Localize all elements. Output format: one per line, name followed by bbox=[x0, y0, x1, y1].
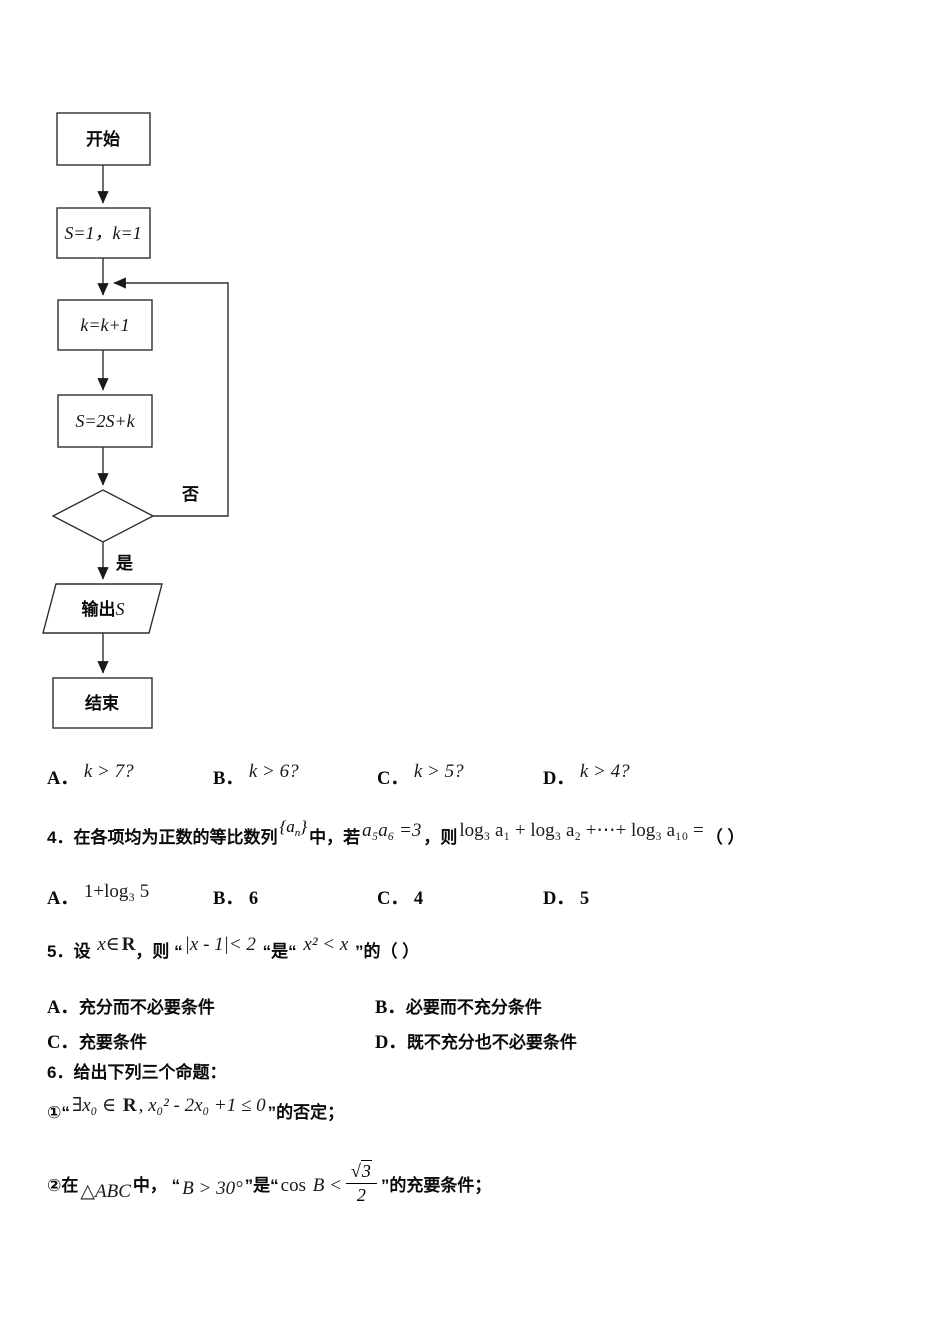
q5-text: “是“ bbox=[257, 942, 302, 961]
sum-label: S=2S+k bbox=[75, 411, 135, 431]
q4-option-a: A．1+log₃ 5 bbox=[47, 877, 151, 909]
end-label: 结束 bbox=[85, 693, 119, 713]
q3-option-b: B．k > 6? bbox=[213, 757, 301, 789]
start-label: 开始 bbox=[86, 129, 120, 149]
radical-sign: √ bbox=[350, 1161, 361, 1182]
fraction-numerator: √3 bbox=[345, 1160, 377, 1184]
option-value: k > 6? bbox=[248, 761, 299, 782]
increment-label: k=k+1 bbox=[80, 315, 129, 335]
option-label: C． bbox=[377, 889, 409, 909]
item2-suffix: ”的充要条件； bbox=[380, 1176, 492, 1195]
seq-subscript: n bbox=[294, 827, 301, 839]
q5-option-d: D．既不充分也不必要条件 bbox=[375, 1028, 577, 1054]
option-value: 必要而不充分条件 bbox=[405, 998, 542, 1017]
q4-option-b: B．6 bbox=[213, 877, 258, 909]
q5-reals-symbol: R bbox=[121, 934, 136, 955]
output-parallelogram bbox=[42, 583, 163, 634]
option-value: 1+log₃ 5 bbox=[83, 881, 150, 902]
option-label: C． bbox=[47, 1033, 79, 1053]
item2-prefix: ②在 bbox=[47, 1176, 79, 1195]
q4-condition: a₅a₆ =3 bbox=[362, 820, 422, 841]
item2-text: ”是“ bbox=[244, 1176, 279, 1195]
option-value: k > 4? bbox=[579, 761, 630, 782]
q4-option-c: C．4 bbox=[377, 877, 423, 909]
q5-text: ，则 “ bbox=[135, 942, 183, 961]
q5-x-in: x∈ bbox=[97, 934, 120, 955]
option-label: B． bbox=[213, 769, 244, 789]
quadratic-inequality: , x₀² - 2x₀ +1 ≤ 0 bbox=[138, 1095, 266, 1116]
q3-option-c: C．k > 5? bbox=[377, 757, 466, 789]
decision-diamond bbox=[51, 489, 155, 543]
option-label: D． bbox=[543, 769, 575, 789]
seq-close: } bbox=[300, 817, 308, 836]
cos-inequality: B < bbox=[312, 1175, 342, 1196]
start-box bbox=[56, 112, 151, 166]
option-value: 6 bbox=[248, 889, 259, 909]
option-label: D． bbox=[375, 1033, 407, 1053]
option-label: A． bbox=[47, 889, 79, 909]
init-label: S=1，k=1 bbox=[64, 223, 141, 243]
exists-statement: ∃x₀ ∈ bbox=[71, 1095, 121, 1116]
option-value: k > 5? bbox=[413, 761, 464, 782]
triangle-abc: △ABC bbox=[80, 1181, 131, 1202]
increment-box bbox=[57, 299, 153, 351]
q5-option-b: B．必要而不充分条件 bbox=[375, 993, 542, 1019]
item1-suffix: ”的否定； bbox=[267, 1103, 345, 1122]
option-label: B． bbox=[213, 889, 244, 909]
q5-abs-inequality: |x - 1|< 2 bbox=[184, 934, 256, 955]
flow-arrows bbox=[97, 165, 229, 674]
q6-heading-text: 6．给出下列三个命题： bbox=[47, 1063, 227, 1082]
q4-text: ，则 bbox=[423, 828, 458, 847]
item2-text: 中， “ bbox=[132, 1176, 181, 1195]
q4-option-d: D．5 bbox=[543, 877, 589, 909]
option-label: C． bbox=[377, 769, 409, 789]
option-value: 充分而不必要条件 bbox=[78, 998, 215, 1017]
option-value: 既不充分也不必要条件 bbox=[406, 1033, 577, 1052]
q5-stem: 5．设 x∈R，则 “|x - 1|< 2 “是“ x² < x ”的（ ） bbox=[47, 930, 419, 975]
no-label: 否 bbox=[181, 485, 199, 504]
angle-condition: B > 30° bbox=[182, 1178, 243, 1199]
q4-text: 中，若 bbox=[309, 828, 361, 847]
option-value: 4 bbox=[413, 889, 424, 909]
option-value: k > 7? bbox=[83, 761, 134, 782]
q4-log-expression: log₃ a₁ + log₃ a₂ +⋯+ log₃ a₁₀ = bbox=[459, 820, 704, 841]
q6-heading: 6．给出下列三个命题： bbox=[47, 1055, 226, 1092]
q6-item-1: ①“∃x₀ ∈ R, x₀² - 2x₀ +1 ≤ 0”的否定； bbox=[47, 1090, 344, 1137]
answer-blank: （ ） bbox=[705, 828, 745, 847]
option-value: 充要条件 bbox=[78, 1033, 147, 1052]
flowchart: 开始 S=1，k=1 k=k+1 S=2S+k 否 是 输出S 结束 bbox=[42, 112, 229, 729]
feedback-line bbox=[113, 277, 229, 517]
reals-symbol: R bbox=[122, 1095, 137, 1116]
output-label: 输出S bbox=[82, 599, 125, 619]
cos-function: cos bbox=[280, 1175, 311, 1196]
end-box bbox=[52, 677, 153, 729]
yes-label: 是 bbox=[116, 554, 133, 573]
option-label: A． bbox=[47, 769, 79, 789]
q5-option-a: A．充分而不必要条件 bbox=[47, 993, 215, 1019]
sum-box bbox=[57, 394, 153, 448]
q3-option-a: A．k > 7? bbox=[47, 757, 136, 789]
q3-option-d: D．k > 4? bbox=[543, 757, 632, 789]
option-label: D． bbox=[543, 889, 575, 909]
q5-square-inequality: x² < x bbox=[303, 934, 349, 955]
option-value: 5 bbox=[579, 889, 590, 909]
sequence-notation: {an} bbox=[279, 817, 308, 839]
option-label: B． bbox=[375, 998, 406, 1018]
item1-prefix: ①“ bbox=[47, 1103, 70, 1122]
option-label: A． bbox=[47, 998, 79, 1018]
fraction-denominator: 2 bbox=[356, 1184, 366, 1205]
q5-text: 5．设 bbox=[47, 942, 96, 961]
seq-open: {a bbox=[279, 817, 295, 836]
radicand: 3 bbox=[360, 1160, 372, 1182]
q4-text: 4．在各项均为正数的等比数列 bbox=[47, 828, 278, 847]
init-box bbox=[56, 207, 151, 259]
answer-blank: ”的（ ） bbox=[350, 942, 420, 961]
q5-option-c: C．充要条件 bbox=[47, 1028, 147, 1054]
